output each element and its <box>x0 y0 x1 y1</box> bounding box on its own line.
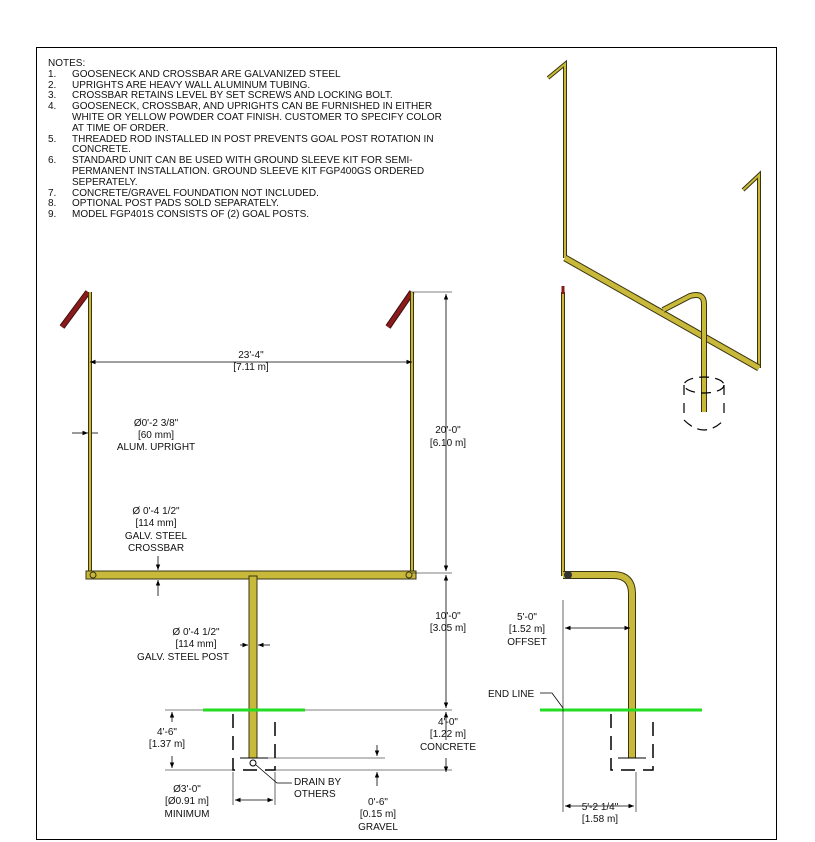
left-flag-fill <box>60 290 90 329</box>
iso-front-upright-fill <box>742 172 760 368</box>
iso-back-upright <box>546 59 567 258</box>
hole-dia-metric: [Ø0.91 m] <box>165 796 209 807</box>
front-view: 23'-4" [7.11 m] Ø0'-2 3/8" [60 mm] ALUM.… <box>59 290 476 833</box>
side-concrete-hole <box>610 714 654 771</box>
gravel-depth-metric: [0.15 m] <box>360 809 396 820</box>
upright-height-label: 20'-0" <box>435 425 461 436</box>
note-number: 4. <box>48 101 57 113</box>
note-text: CONCRETE/GRAVEL FOUNDATION NOT INCLUDED. <box>72 187 319 199</box>
note-text: CROSSBAR RETAINS LEVEL BY SET SCREWS AND… <box>72 90 393 102</box>
note-item: 9. MODEL FGP401S CONSISTS OF (2) GOAL POS… <box>48 209 448 221</box>
concrete-hole <box>232 714 276 771</box>
side-gooseneck <box>563 571 636 758</box>
note-number: 6. <box>48 155 57 167</box>
depth-label: 4'-6" <box>157 727 177 738</box>
note-item: 6. STANDARD UNIT CAN BE USED WITH GROUND … <box>48 155 448 188</box>
width-metric: [7.11 m] <box>233 362 269 373</box>
concrete-depth-metric: [1.22 m] <box>430 729 466 740</box>
post-height-label: 10'-0" <box>435 611 461 622</box>
bottom-label: 5'-2 1/4" <box>582 802 619 813</box>
note-item: 8. OPTIONAL POST PADS SOLD SEPARATELY. <box>48 198 448 210</box>
post-dia-metric: [114 mm] <box>176 639 217 650</box>
note-item: 3. CROSSBAR RETAINS LEVEL BY SET SCREWS A… <box>48 90 448 102</box>
crossbar-bolt-right <box>405 571 413 579</box>
crossbar-dia-metric: [114 mm] <box>136 518 177 529</box>
crossbar-name: CROSSBAR <box>128 543 184 554</box>
note-text: UPRIGHTS ARE HEAVY WALL ALUMINUM TUBING. <box>72 79 311 91</box>
side-view: 5'-0" [1.52 m] OFFSET END LINE 5'-2 1/4"… <box>488 286 702 825</box>
iso-gooseneck-fill <box>662 293 706 412</box>
note-item: 1. GOOSENECK AND CROSSBAR ARE GALVANIZED … <box>48 68 448 81</box>
crossbar-dia-label: Ø 0'-4 1/2" <box>132 506 180 517</box>
iso-concrete-sides <box>683 385 725 418</box>
right-flag-fill <box>386 290 414 329</box>
note-item: 2. UPRIGHTS ARE HEAVY WALL ALUMINUM TUBIN… <box>48 79 448 92</box>
note-number: 5. <box>48 133 57 145</box>
offset-name: OFFSET <box>507 637 546 648</box>
side-gooseneck-fill <box>563 572 635 758</box>
iso-crossbar-fill <box>563 255 761 371</box>
end-line-leader <box>540 692 564 709</box>
notes-heading: NOTES: <box>48 58 86 69</box>
note-number: 1. <box>48 68 57 80</box>
iso-concrete-bottom <box>683 419 725 431</box>
crossbar-material: GALV. STEEL <box>125 531 188 542</box>
hole-dia-minimum: MINIMUM <box>165 809 210 820</box>
depth-metric: [1.37 m] <box>149 739 185 750</box>
note-number: 3. <box>48 90 57 102</box>
note-text: THREADED ROD INSTALLED IN POST PREVENTS … <box>72 133 434 156</box>
post-dia-label: Ø 0'-4 1/2" <box>172 627 220 638</box>
crossbar-bolt-left <box>89 571 97 579</box>
end-line-label: END LINE <box>488 689 534 700</box>
side-crossbar-end <box>564 571 572 579</box>
note-text: MODEL FGP401S CONSISTS OF (2) GOAL POSTS… <box>72 209 310 221</box>
concrete-depth-label: 4'-0" <box>438 717 458 728</box>
upright-dia-metric: [60 mm] <box>138 430 174 441</box>
note-item: 7. CONCRETE/GRAVEL FOUNDATION NOT INCLUDE… <box>48 187 448 200</box>
post-height-metric: [3.05 m] <box>430 623 466 634</box>
hole-dia-label: Ø3'-0" <box>173 784 201 795</box>
note-text: GOOSENECK AND CROSSBAR ARE GALVANIZED ST… <box>72 68 341 80</box>
upright-height-metric: [6.10 m] <box>430 438 466 449</box>
notes-block: NOTES: 1. GOOSENECK AND CROSSBAR ARE GALV… <box>48 58 448 221</box>
width-label: 23'-4" <box>238 350 264 361</box>
drain-hole <box>249 759 257 767</box>
note-text: GOOSENECK, CROSSBAR, AND UPRIGHTS CAN BE… <box>72 101 442 134</box>
isometric-view <box>546 59 761 431</box>
note-item: 4. GOOSENECK, CROSSBAR, AND UPRIGHTS CAN … <box>48 101 448 134</box>
iso-front-upright <box>741 170 761 368</box>
note-item: 5. THREADED ROD INSTALLED IN POST PREVENT… <box>48 133 448 157</box>
gravel-depth-label: 0'-6" <box>368 797 388 808</box>
upright-dia-label: Ø0'-2 3/8" <box>134 418 179 429</box>
drain-label: DRAIN BY <box>294 777 342 788</box>
note-number: 7. <box>48 187 57 199</box>
upright-material: ALUM. UPRIGHT <box>117 442 195 453</box>
notes-list: 1. GOOSENECK AND CROSSBAR ARE GALVANIZED … <box>48 68 448 221</box>
note-number: 2. <box>48 79 57 91</box>
note-text: STANDARD UNIT CAN BE USED WITH GROUND SL… <box>72 155 425 188</box>
bottom-metric: [1.58 m] <box>582 814 618 825</box>
note-text: OPTIONAL POST PADS SOLD SEPARATELY. <box>72 198 279 210</box>
post-material: GALV. STEEL POST <box>137 652 229 663</box>
offset-label: 5'-0" <box>517 612 537 623</box>
drawing-frame <box>36 47 777 840</box>
note-number: 8. <box>48 198 57 210</box>
note-number: 9. <box>48 209 57 221</box>
iso-back-upright-fill <box>547 61 566 258</box>
post <box>248 575 258 759</box>
drain-label-2: OTHERS <box>294 789 336 800</box>
concrete-label: CONCRETE <box>420 742 476 753</box>
gravel-label: GRAVEL <box>358 822 398 833</box>
offset-metric: [1.52 m] <box>509 624 545 635</box>
drain-leader <box>255 764 292 784</box>
